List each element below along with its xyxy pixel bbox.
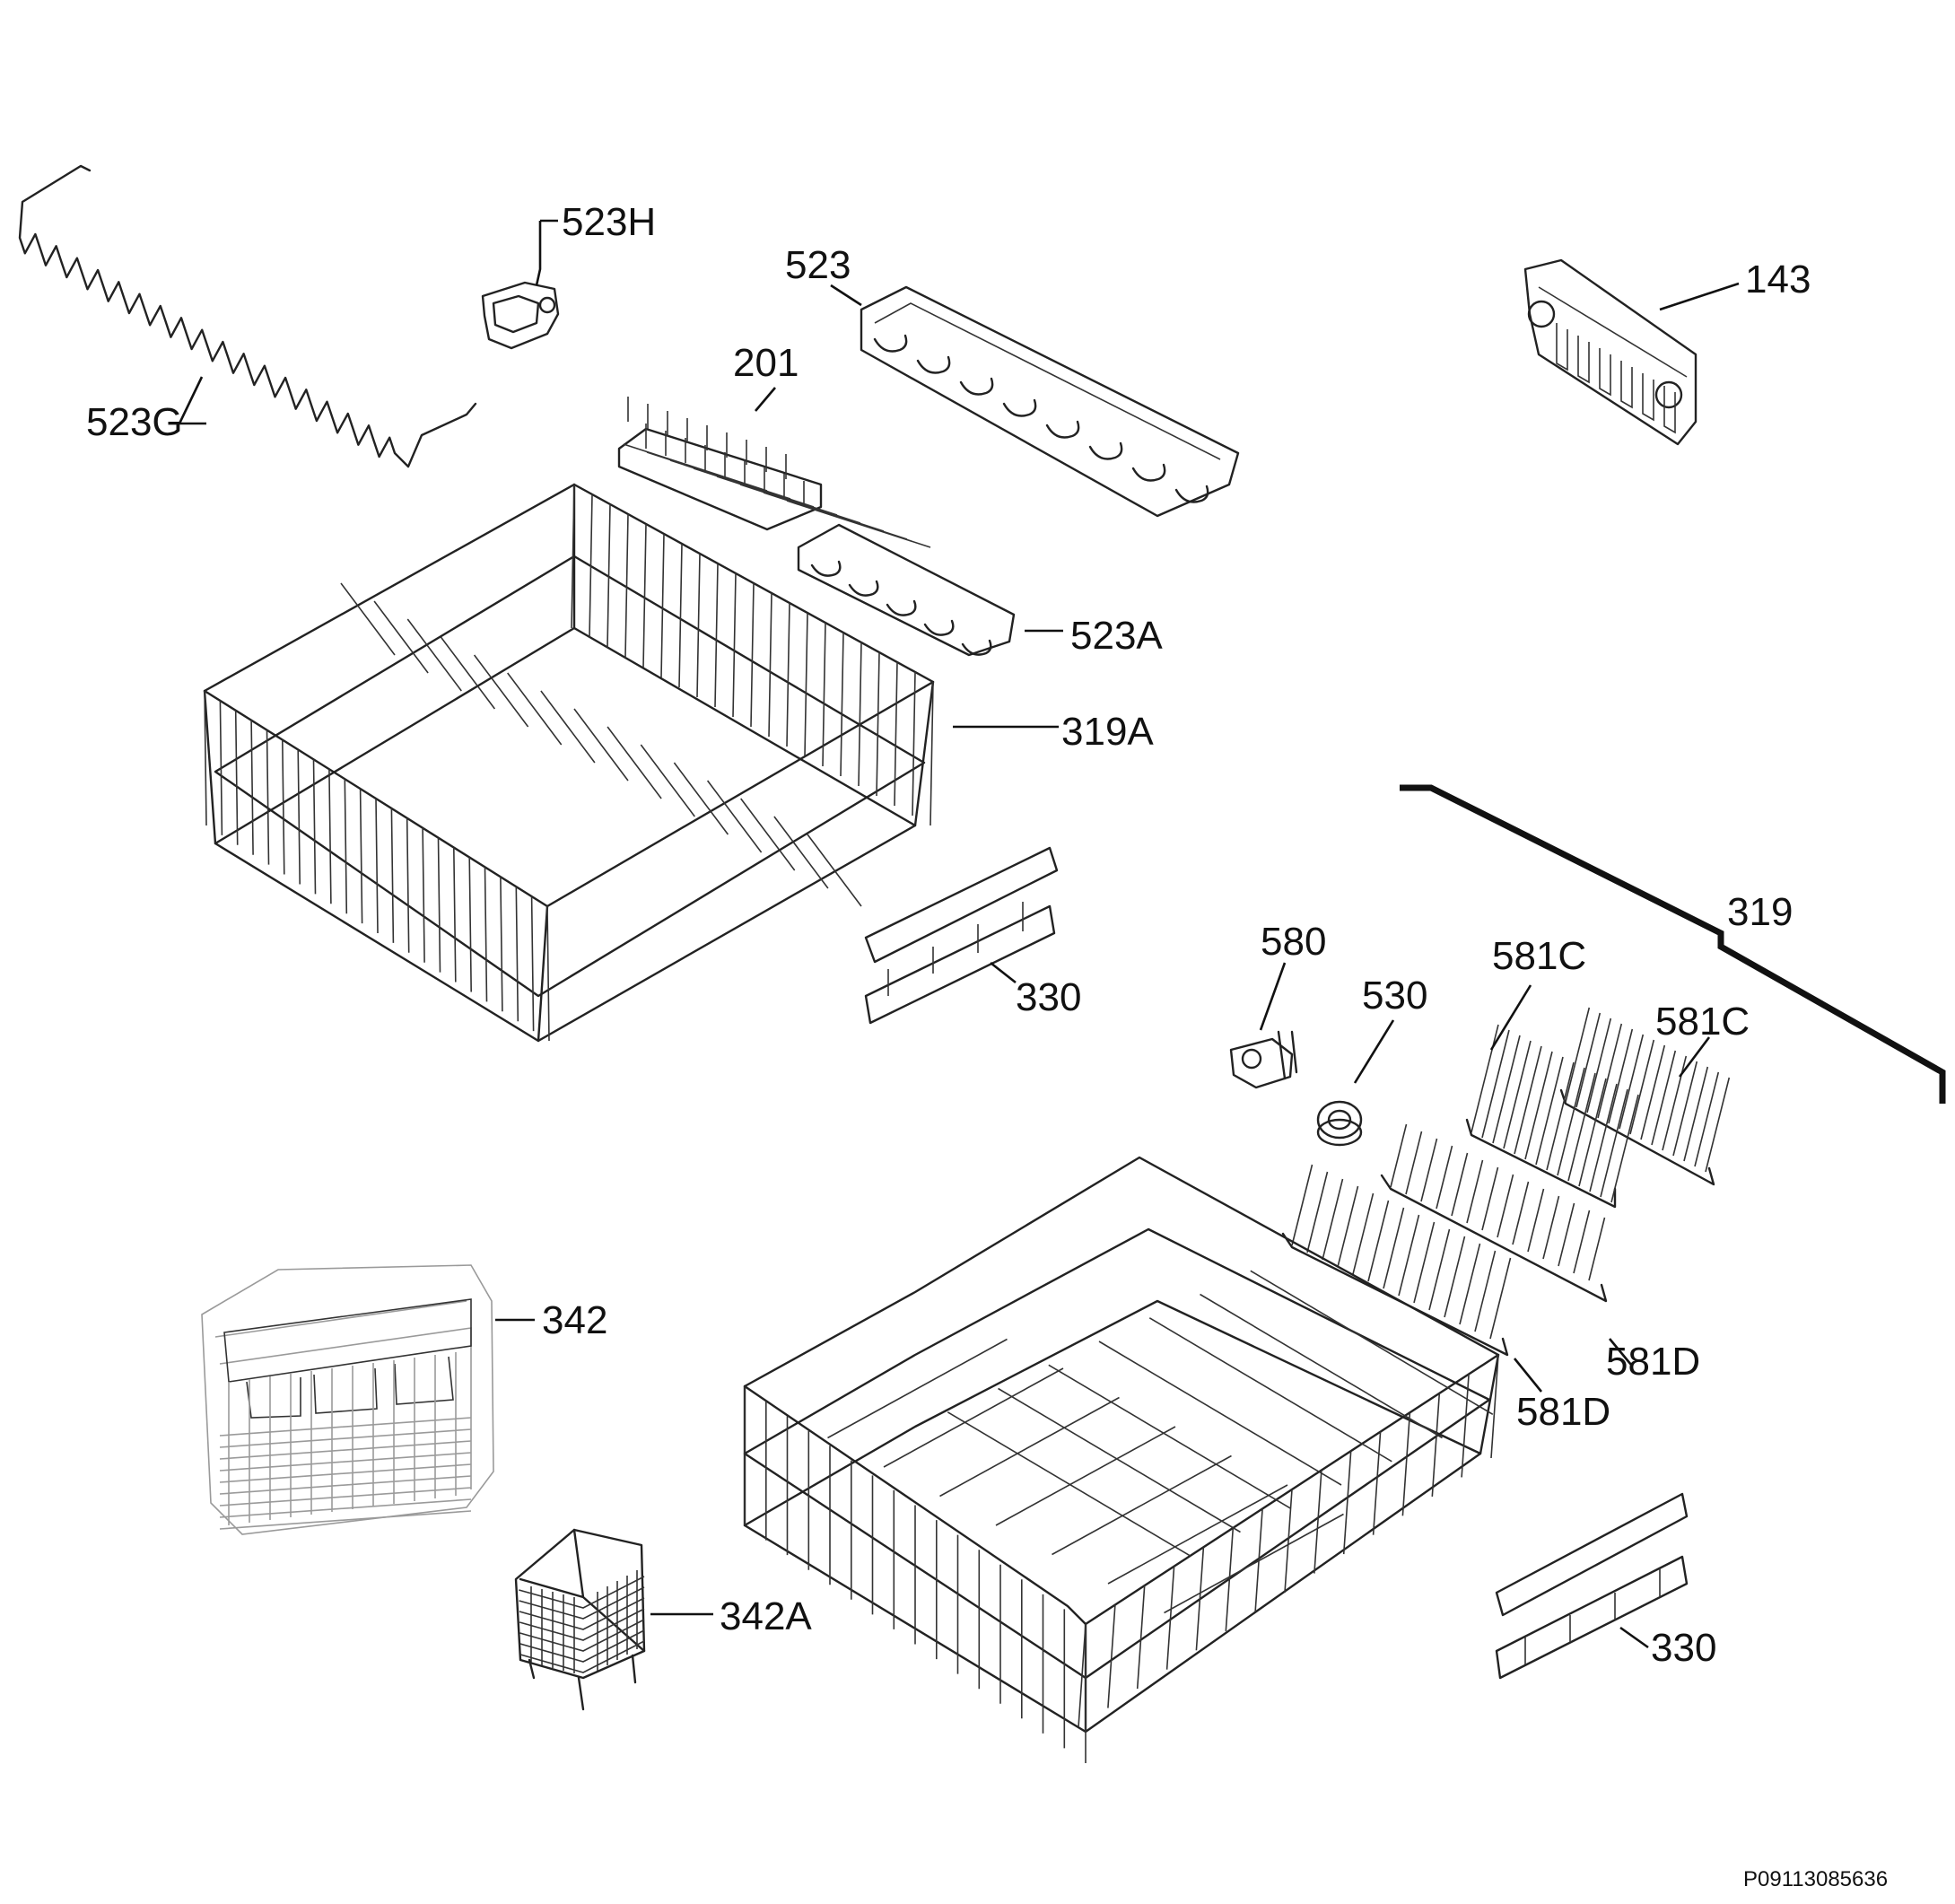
label-580: 580 [1261, 920, 1327, 964]
label-581c-2: 581C [1655, 1000, 1750, 1044]
part-342a-small-basket [514, 1528, 646, 1711]
part-530-wheel [1316, 1100, 1363, 1147]
part-330-lower-rail [1495, 1492, 1689, 1680]
part-523-tine-holder [860, 285, 1240, 518]
label-581d-1: 581D [1606, 1340, 1701, 1384]
label-330-lower: 330 [1651, 1626, 1717, 1670]
part-523a-tine-holder [797, 523, 1016, 657]
label-523g: 523G [86, 400, 183, 444]
part-143-roller-holder [1523, 258, 1698, 446]
part-523g-spring-wire [18, 164, 477, 468]
part-319-side-strip [1400, 784, 1946, 1104]
part-330-upper-rail [864, 846, 1059, 1025]
label-342a: 342A [720, 1594, 812, 1638]
label-330-upper: 330 [1016, 975, 1082, 1019]
label-143: 143 [1745, 258, 1811, 301]
document-id: P09113085636 [1743, 1867, 1889, 1891]
label-319: 319 [1727, 890, 1794, 934]
label-523: 523 [785, 243, 851, 287]
part-lower-basket [743, 1156, 1500, 1763]
label-523h: 523H [562, 200, 657, 244]
part-319a-upper-basket [203, 483, 935, 1043]
part-201-tines [617, 397, 931, 548]
label-342: 342 [542, 1298, 608, 1342]
leader-lines [177, 219, 1740, 1649]
part-523h-clip [481, 281, 560, 350]
label-581d-2: 581D [1516, 1390, 1611, 1434]
label-530: 530 [1362, 974, 1428, 1018]
label-581c-1: 581C [1492, 934, 1587, 978]
part-581-tine-racks [1281, 1007, 1731, 1357]
label-319a: 319A [1061, 710, 1154, 754]
label-523a: 523A [1070, 614, 1163, 658]
label-201: 201 [733, 341, 799, 385]
part-342-cutlery-basket [201, 1264, 494, 1535]
part-580-bracket [1229, 1030, 1298, 1089]
